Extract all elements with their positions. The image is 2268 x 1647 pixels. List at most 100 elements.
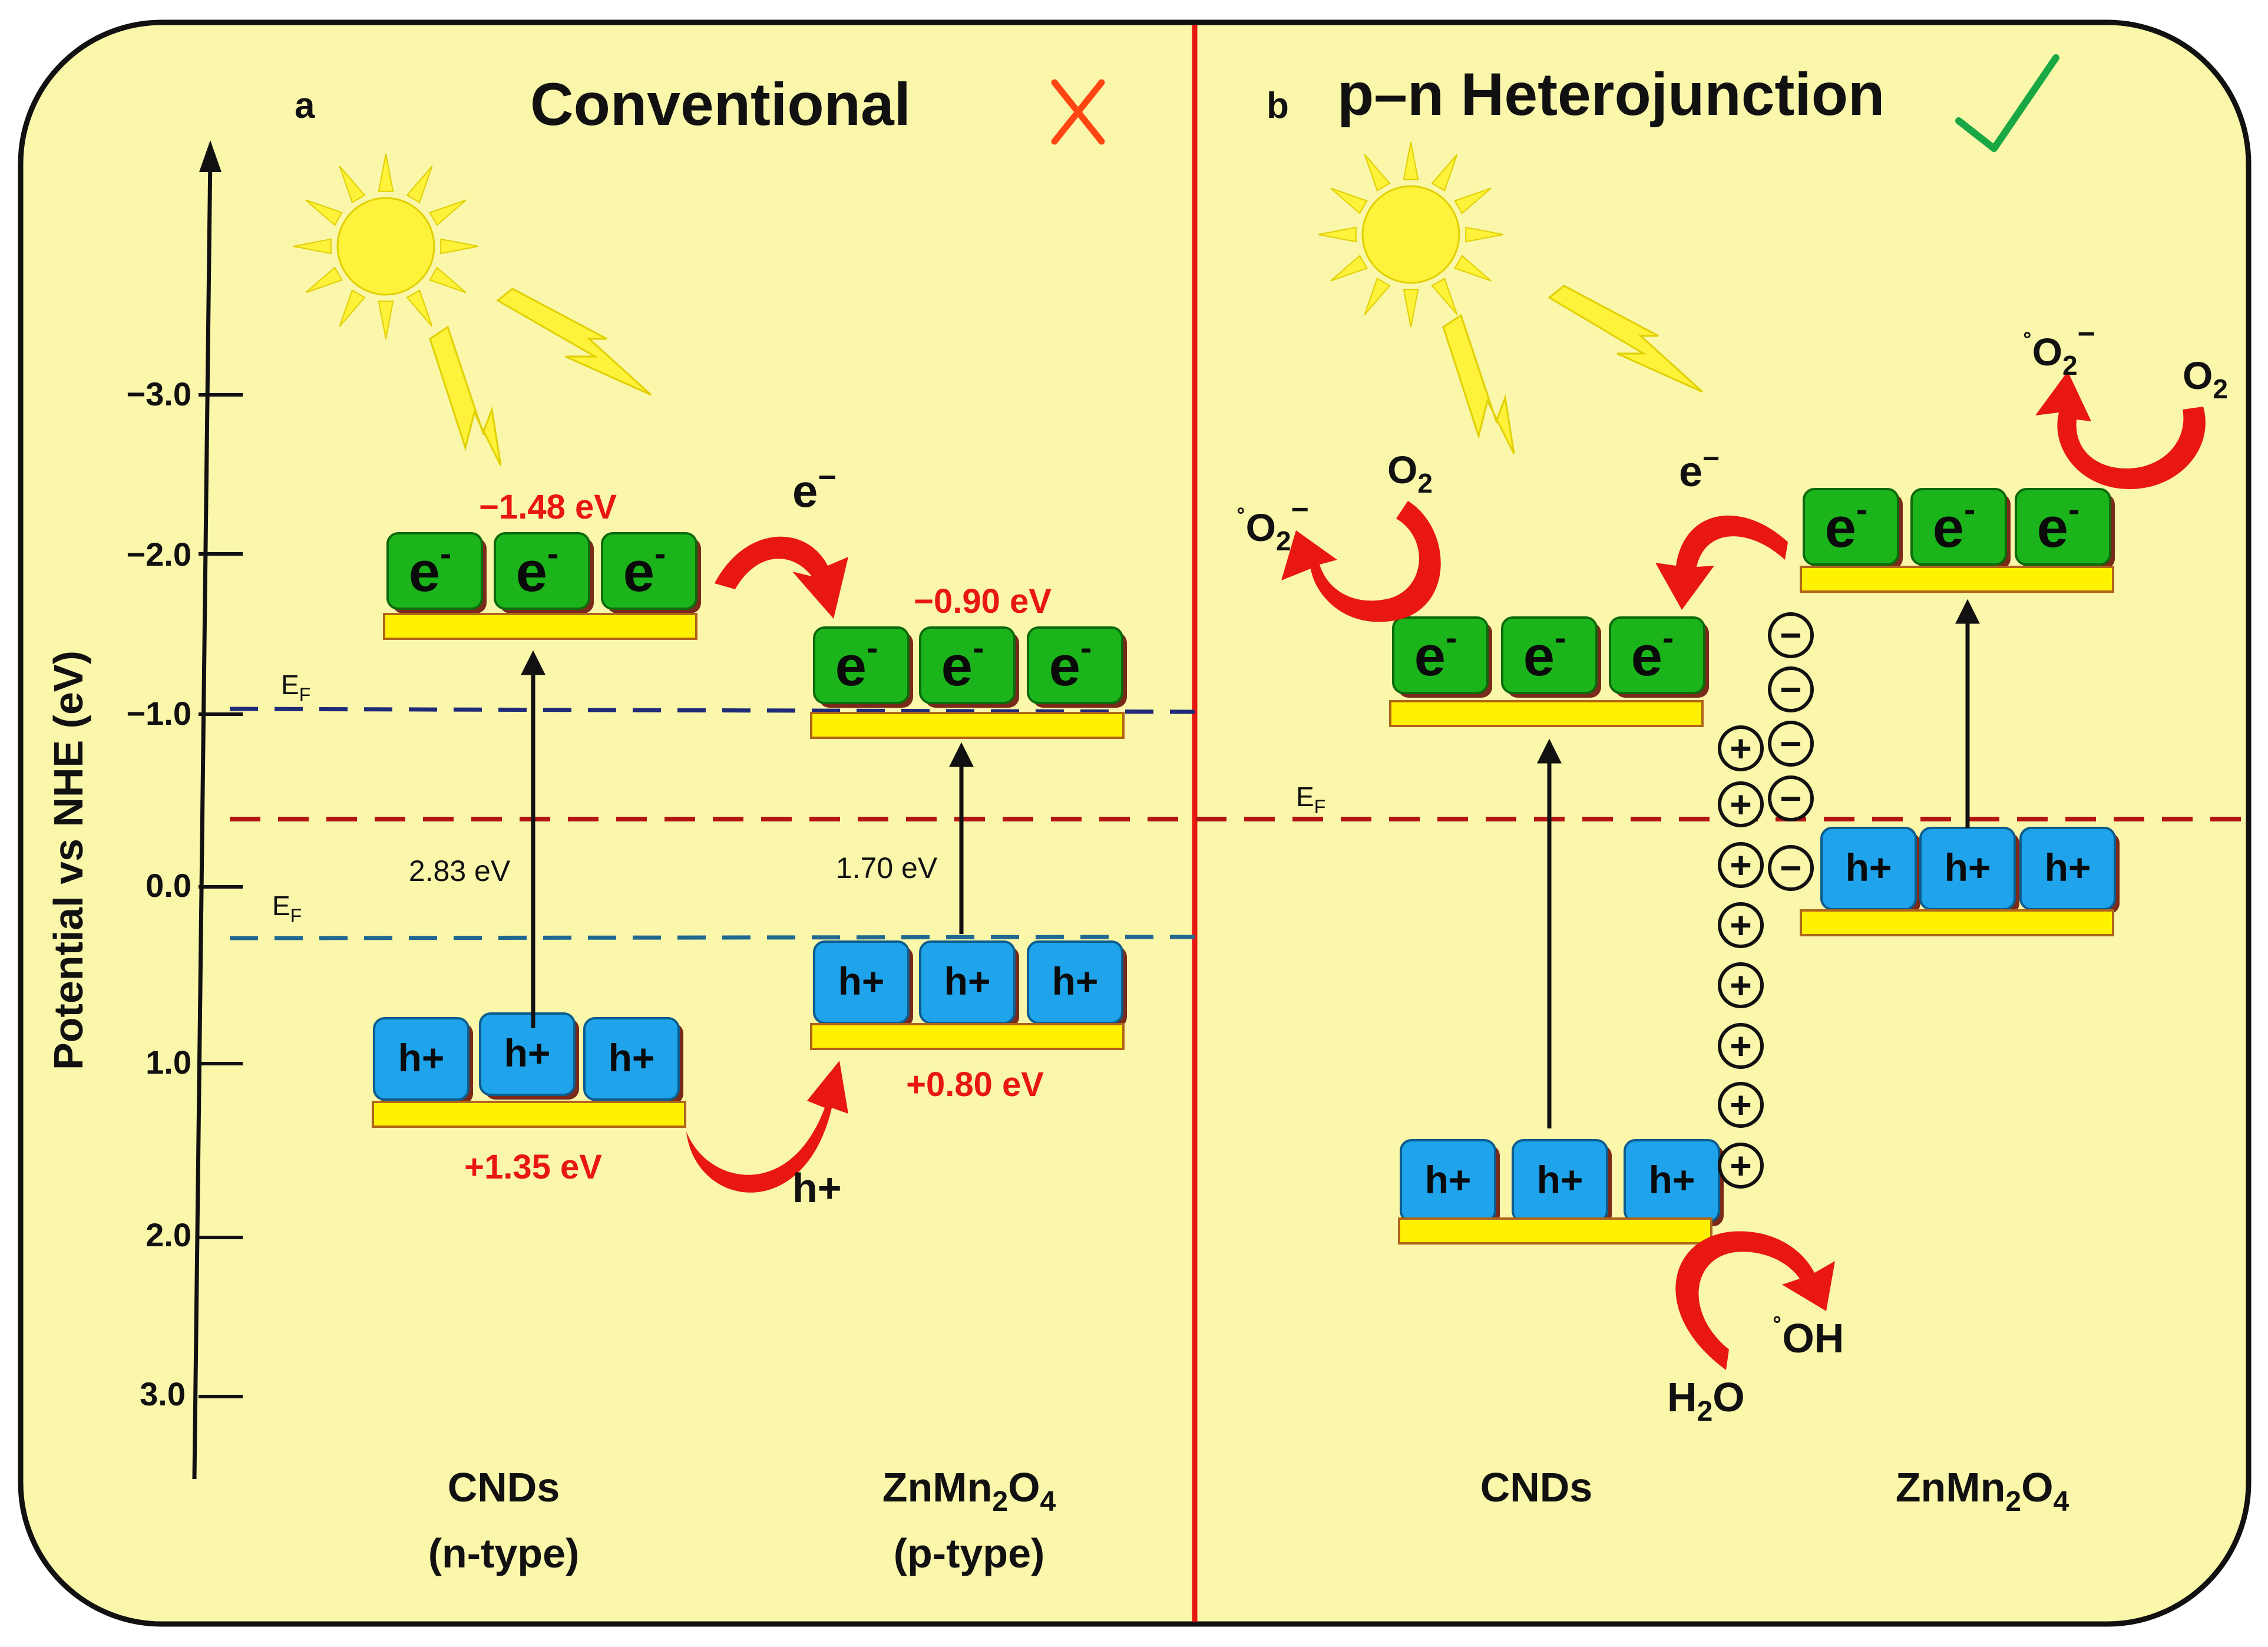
negative-charge-icon: − <box>1768 721 1814 767</box>
svg-text:−: − <box>1780 847 1801 889</box>
energy-label: −1.48 eV <box>479 488 617 526</box>
electron-transfer-label: e− <box>1679 442 1720 496</box>
superoxide-label: ˚O2− <box>1237 493 1309 556</box>
electron-box: e- <box>2015 488 2115 569</box>
electron-box: e- <box>1609 616 1709 698</box>
cross-icon <box>1051 79 1105 145</box>
positive-charge-icon: + <box>1718 781 1764 827</box>
svg-text:e-: e- <box>1825 490 1868 559</box>
svg-text:+: + <box>1730 964 1751 1006</box>
svg-text:h+: h+ <box>609 1036 655 1080</box>
svg-text:e-: e- <box>1631 619 1674 688</box>
svg-text:e-: e- <box>1523 619 1566 688</box>
positive-charge-icon: + <box>1718 902 1764 948</box>
svg-text:+: + <box>1730 1025 1751 1067</box>
hole-box: h+ <box>479 1012 579 1100</box>
tick-label: −2.0 <box>126 536 191 573</box>
oxygen-label: O2 <box>1387 448 1433 499</box>
band-edge-bar <box>383 613 697 640</box>
hole-box: h+ <box>1624 1139 1724 1226</box>
hole-box: h+ <box>583 1017 683 1104</box>
band-edge-bar <box>810 1023 1125 1050</box>
svg-text:h+: h+ <box>838 959 885 1003</box>
svg-text:e-: e- <box>516 534 559 603</box>
hole-transfer-arrow <box>686 1061 848 1193</box>
positive-charge-icon: + <box>1718 1143 1764 1189</box>
reduction-arrow <box>1281 501 1441 622</box>
positive-charge-icon: + <box>1718 842 1764 888</box>
reduction-arrow <box>2035 371 2206 489</box>
material-label: ZnMn2O4 <box>882 1464 1056 1517</box>
svg-text:e-: e- <box>623 534 666 603</box>
svg-text:h+: h+ <box>944 959 991 1003</box>
band-gap-label: 1.70 eV <box>836 851 938 884</box>
hole-box: h+ <box>1820 827 1920 914</box>
hole-box: h+ <box>1512 1139 1612 1226</box>
tick-label: −3.0 <box>126 375 191 412</box>
axis-label: Potential vs NHE (eV) <box>45 651 91 1070</box>
lightning-icon <box>429 325 502 466</box>
electron-box: e- <box>1910 488 2011 569</box>
positive-charge-icon: + <box>1718 1023 1764 1069</box>
svg-text:+: + <box>1730 1144 1751 1187</box>
svg-text:h+: h+ <box>1846 846 1892 889</box>
material-type-label: (n-type) <box>428 1530 580 1576</box>
band-gap-label: 2.83 eV <box>409 854 511 887</box>
electron-box: e- <box>601 532 701 613</box>
electron-box: e- <box>919 626 1019 708</box>
negative-charge-icon: − <box>1768 666 1814 712</box>
energy-label: +1.35 eV <box>464 1148 602 1186</box>
svg-text:e-: e- <box>835 629 878 698</box>
superoxide-label: ˚O2− <box>2024 317 2095 381</box>
material-label: ZnMn2O4 <box>1896 1464 2069 1517</box>
electron-box: e- <box>386 532 487 613</box>
fermi-level-cnds-a <box>229 707 1195 714</box>
svg-text:h+: h+ <box>1649 1158 1695 1202</box>
fermi-label: EF <box>272 890 302 926</box>
hole-box: h+ <box>373 1017 473 1104</box>
energy-label: −0.90 eV <box>914 582 1052 620</box>
band-edge-bar <box>1398 1217 1712 1245</box>
hole-box: h+ <box>2019 827 2120 914</box>
svg-text:e-: e- <box>1049 629 1092 698</box>
oxygen-label: O2 <box>2183 354 2228 404</box>
negative-charge-icon: − <box>1768 612 1814 658</box>
fermi-label: EF <box>281 669 310 705</box>
band-edge-bar <box>1389 700 1704 727</box>
material-type-label: (p-type) <box>894 1530 1045 1576</box>
svg-text:h+: h+ <box>504 1031 551 1075</box>
positive-charge-icon: + <box>1718 725 1764 771</box>
lightning-icon <box>496 288 652 396</box>
check-icon <box>1955 54 2059 152</box>
svg-text:h+: h+ <box>398 1036 445 1080</box>
svg-text:+: + <box>1730 844 1751 886</box>
svg-text:h+: h+ <box>2045 846 2091 889</box>
hole-box: h+ <box>1027 940 1127 1028</box>
electron-box: e- <box>813 626 913 708</box>
tick-label: 0.0 <box>146 867 191 904</box>
band-edge-bar <box>372 1101 686 1128</box>
oxidation-arrow <box>1675 1231 1835 1370</box>
band-edge-bar <box>810 712 1125 739</box>
electron-box: e- <box>494 532 594 613</box>
svg-text:e-: e- <box>409 534 452 603</box>
panel-letter: a <box>295 85 315 126</box>
svg-text:+: + <box>1730 727 1751 770</box>
svg-text:h+: h+ <box>1537 1158 1583 1202</box>
electron-box: e- <box>1501 616 1601 698</box>
svg-text:h+: h+ <box>1945 846 1991 889</box>
svg-text:−: − <box>1780 722 1801 765</box>
panel-title: Conventional <box>530 71 911 138</box>
material-label: CNDs <box>448 1464 560 1510</box>
svg-text:h+: h+ <box>1425 1158 1472 1202</box>
hole-box: h+ <box>919 940 1019 1028</box>
lightning-icon <box>1442 313 1515 454</box>
tick-label: 3.0 <box>140 1375 186 1412</box>
svg-text:+: + <box>1730 783 1751 826</box>
electron-box: e- <box>1027 626 1127 708</box>
hydroxyl-label: ˚OH <box>1773 1313 1844 1361</box>
svg-text:e-: e- <box>1414 619 1457 688</box>
hole-box: h+ <box>813 940 913 1028</box>
svg-text:h+: h+ <box>1052 959 1099 1003</box>
fermi-level-znmn-a <box>229 935 1195 940</box>
